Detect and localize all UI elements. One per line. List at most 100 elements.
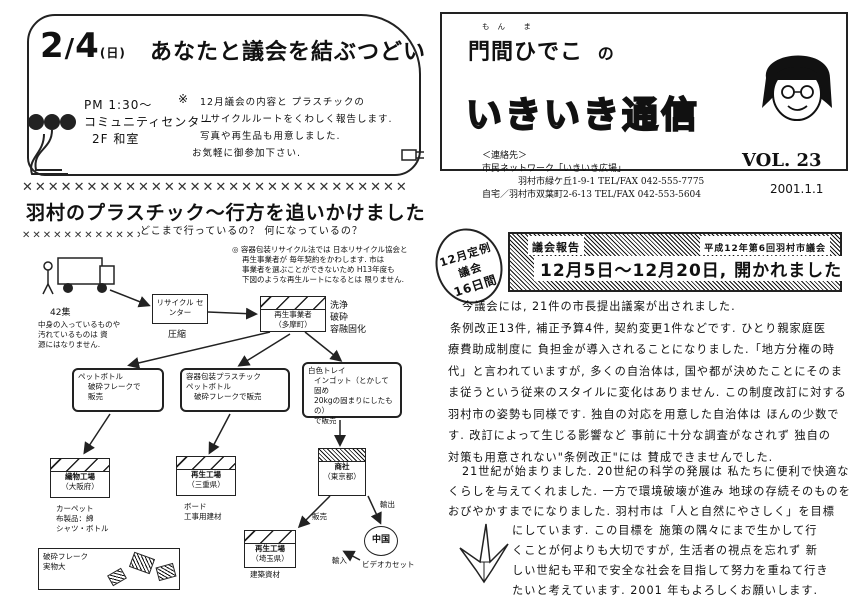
note-line: 12月議会の内容と プラスチックの — [200, 97, 365, 108]
contact-label: ＜連絡先＞ — [482, 151, 528, 161]
body-line: 羽村市の姿勢も同様です. 独自の対応を用意した自治体は ほんの少数で — [448, 407, 840, 421]
route-title: 白色トレイ — [308, 366, 346, 375]
body-line: 21世紀が始まりました. 20世紀の科学の発展は 私たちに便利で快適な — [462, 465, 850, 478]
factory-roof — [177, 457, 235, 470]
body-text-2: 21世紀が始まりました. 20世紀の科学の発展は 私たちに便利で快適な くらしを… — [448, 462, 851, 601]
route-title: 容器包装プラスチック — [186, 372, 261, 381]
date-day: 4 — [75, 26, 100, 66]
contact-line: 自宅／羽村市双葉町2-6-13 TEL/FAX 042-553-5604 — [482, 190, 702, 200]
event-date: 2/4(日) — [40, 26, 126, 66]
x-border-bottom: ✕✕✕✕✕✕✕✕✕✕✕✕ — [22, 230, 140, 241]
contact-block: ＜連絡先＞ 市民ネットワーク「いきいき広場」 羽村市緑ケ丘1-9-1 TEL/F… — [482, 150, 704, 202]
newsletter-title: いきいき通信 — [465, 94, 701, 137]
issue-date: 2001.1.1 — [770, 182, 824, 196]
plug-icon — [401, 149, 424, 161]
author-name: 門間ひでこ の — [468, 34, 615, 66]
author-no: の — [597, 44, 615, 63]
body-line: たいと考えています. 2001 年もよろしくお願いします. — [512, 583, 819, 597]
flake-piece — [155, 562, 177, 582]
date-month: 2 — [40, 26, 65, 66]
route-box-container: 容器包装プラスチック ペットボトル 破砕フレークで販売 — [180, 368, 290, 412]
factory-roof — [245, 531, 295, 544]
factory-mie: 再生工場 （三重県） — [176, 456, 236, 496]
x-border: ✕✕✕✕✕✕✕✕✕✕✕✕✕✕✕✕✕✕✕✕✕✕✕✕✕✕✕✕✕✕ — [22, 180, 409, 195]
event-title: あなたと議会を結ぶつどい — [150, 40, 427, 65]
name-reading: もん ま — [482, 22, 539, 31]
author-caricature — [762, 55, 832, 121]
flake-sample: 破砕フレーク 実物大 — [38, 548, 180, 590]
recycler-place: （多摩町） — [274, 320, 312, 329]
assembly-label: 平成12年第6回羽村市議会 — [704, 244, 826, 254]
trade-name: 商社 — [334, 462, 350, 471]
event-venue: コミュニティセンター — [84, 115, 214, 129]
recycler-step: 破砕 — [330, 313, 349, 323]
trade-place: （東京都） — [323, 472, 361, 481]
product: ボード — [184, 502, 207, 511]
factory-place: （三重県） — [187, 480, 225, 489]
body-line: ま従うという従来のスタイルに変化はありません. この制度改訂に対する — [448, 386, 847, 399]
body-line: 療費助成制度に 負担金が導入されることになりました.「地方分権の時 — [448, 343, 835, 356]
factory-name: 再生工場 — [255, 544, 285, 553]
flake-caption: 実物大 — [43, 562, 66, 571]
recycle-center-label: リサイクル センター — [156, 298, 204, 317]
product: 布製品：綿 — [56, 514, 94, 523]
import-label: 輸入 — [332, 556, 347, 565]
report-label: 議会報告 — [532, 241, 580, 254]
recycler-step: 容融固化 — [330, 325, 367, 335]
event-box — [27, 14, 421, 176]
factory-osaka: 繊物工場 （大阪府） — [50, 458, 110, 498]
session-banner: 議会報告 平成12年第6回羽村市議会 12月5日～12月20日, 開かれました — [508, 232, 849, 292]
plastic-subtitle: どこまで行っているの？ 何になっているの？ — [140, 226, 363, 237]
factory-mie-products: ボード 工事用建材 — [184, 502, 222, 522]
session-headline: 12月5日～12月20日, 開かれました — [540, 261, 843, 281]
factory-name: 繊物工場 — [65, 472, 95, 481]
author-name-text: 門間ひでこ — [468, 40, 584, 65]
factory-roof — [51, 459, 109, 472]
recycler-label: 再生事業者 — [274, 310, 312, 319]
body-line: 対策も用意されない"条例改正"には 賛成できませんでした. — [448, 450, 774, 464]
collection-note-line: 中身の入っているものや — [38, 320, 121, 329]
contact-line: 市民ネットワーク「いきいき広場」 — [482, 164, 627, 174]
plastic-title: 羽村のプラスチック～行方を追いかけました — [26, 202, 426, 224]
body-line: しい世紀も平和で安全な社会を目指して努力を重ねて行き — [512, 563, 829, 577]
route-box-pet: ペットボトル 破砕フレークで 販売 — [72, 368, 164, 412]
body-line: くことが何よりも大切ですが, 生活者の視点を忘れず 新 — [512, 544, 818, 558]
collection-note-line: 源にはなりません. — [38, 340, 101, 349]
body-line: 今議会には, 21件の市長提出議案が出されました. — [462, 300, 736, 313]
collection-note: 中身の入っているものや 汚れているものは 資 源にはなりません. — [38, 320, 120, 350]
body-line: くらしを与えてくれました. 一方で環境破壊が進み 地球の存続そのものを — [448, 484, 851, 498]
note-line: 写真や再生品も用意しました. — [200, 131, 341, 142]
container-note-line: 事業者を選ぶことができないため H13年度も — [242, 265, 395, 274]
route-desc: インゴット（とかして固め — [314, 376, 389, 395]
body-text-1: 今議会には, 21件の市長提出議案が出されました. 条例改正13件, 補正予算4… — [448, 296, 848, 468]
volume: VOL. 23 — [742, 150, 822, 171]
china-circle: 中国 — [364, 526, 398, 556]
factory-saitama-products: 建築資材 — [250, 570, 280, 579]
china-label: 中国 — [371, 535, 390, 545]
sale-label: 販売 — [312, 512, 327, 521]
body-line: にしています. この目標を 施策の隅々にまで生かして行 — [512, 524, 818, 538]
route-desc: で販売 — [314, 416, 337, 425]
factory-osaka-products: カーペット 布製品：綿 シャツ・ボトル — [56, 504, 109, 534]
trading-company: 商社 （東京都） — [318, 448, 366, 496]
note-mark: ※ — [178, 92, 189, 106]
plug-illustration — [28, 114, 76, 175]
note-line: リサイクルルートをくわしく報告します. — [200, 114, 393, 125]
event-info: PM 1:30～ コミュニティセンター 2F 和室 — [84, 97, 213, 148]
route-title: ペットボトル — [78, 372, 123, 381]
route-desc: 破砕フレークで販売 — [194, 392, 262, 401]
recycler-steps: 洗浄 破砕 容融固化 — [330, 300, 366, 336]
container-note: ◎ 容器包装リサイクル法では 日本リサイクル協会と 再生事業者が 毎年契約をかわ… — [232, 245, 408, 285]
product: カーペット — [56, 504, 94, 513]
export-label: 輸出 — [380, 500, 395, 509]
note-line: お気軽に御参加下さい. — [192, 148, 302, 159]
factory-saitama: 再生工場 （埼玉県） — [244, 530, 296, 568]
factory-place: （大阪府） — [61, 482, 99, 491]
product: 工事用建材 — [184, 512, 222, 521]
recycle-center: リサイクル センター — [152, 294, 208, 324]
event-note-box: ※ 12月議会の内容と プラスチックの リサイクルルートをくわしく報告します. … — [178, 92, 400, 166]
body-line: おびやかすまでになりました. 羽村市は「人と自然にやさしく」を目標 — [448, 504, 835, 518]
collection-count: 42集 — [50, 308, 71, 318]
container-note-line: 再生事業者が 毎年契約をかわします. 市は — [242, 255, 385, 264]
event-time: PM 1:30～ — [84, 98, 153, 112]
